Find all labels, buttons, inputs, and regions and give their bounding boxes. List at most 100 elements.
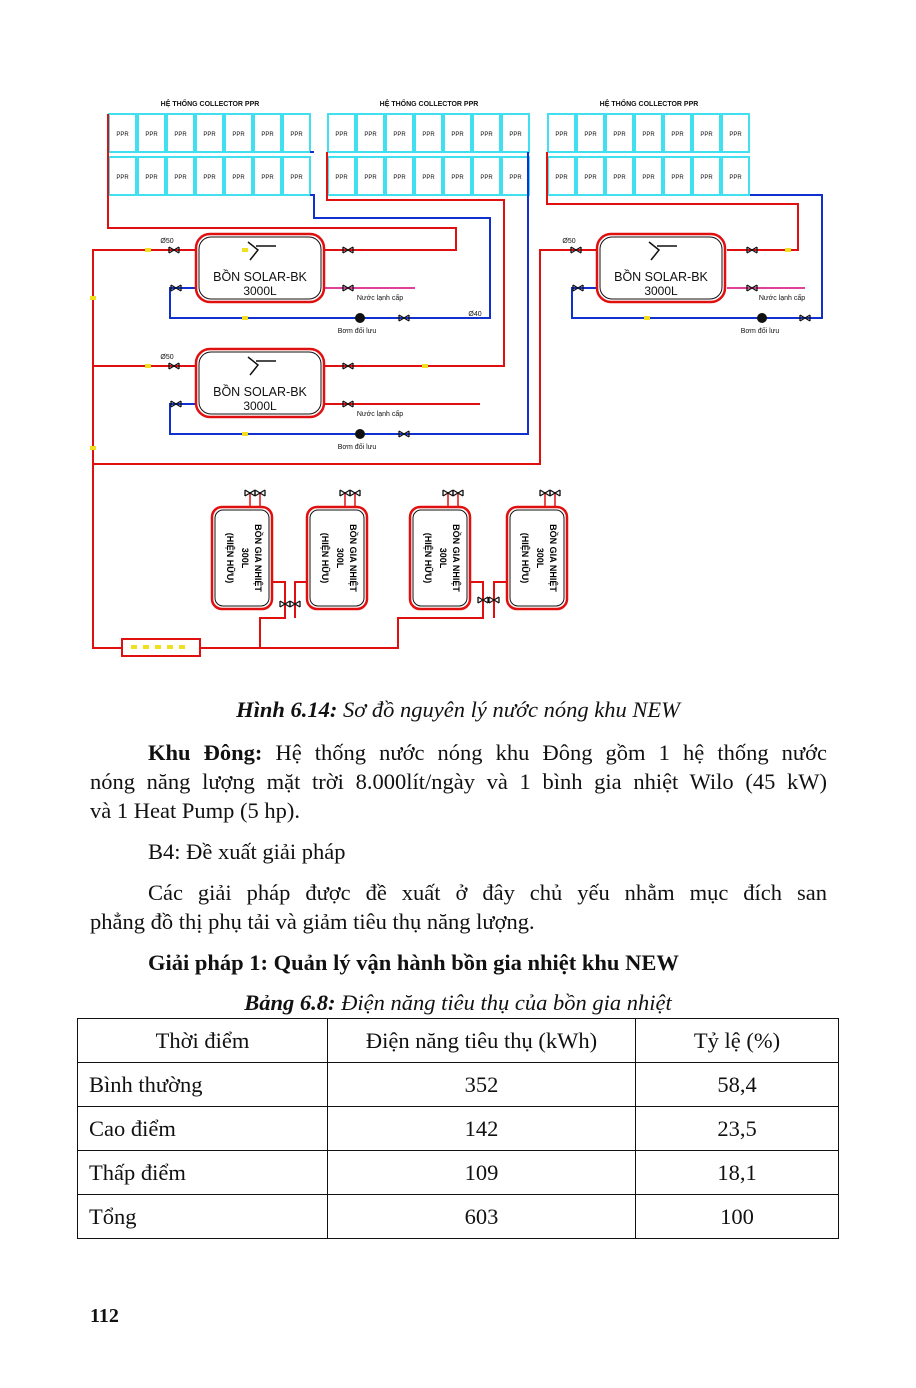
heater-tank-outline [509,509,565,607]
collector-panel-label: PPR [364,132,377,138]
heater-tank [210,505,274,611]
header-time: Thời điểm [77,1018,328,1063]
collector-panel [547,113,576,153]
figure-caption: Hình 6.14: Sơ đồ nguyên lý nước nóng khu… [0,697,916,723]
collector-panel-label: PPR [116,132,129,138]
collector-panel [253,113,282,153]
heater-capacity: 300L [240,548,250,569]
collector-panel [663,156,692,196]
valve-icon [170,284,182,292]
table-caption: Bảng 6.8: Điện năng tiêu thụ của bồn gia… [0,990,916,1016]
pipe-diameter-label: Ø50 [160,238,173,245]
solar-tank [194,347,326,419]
junction-marker [90,446,96,450]
collector-panel-label: PPR [261,132,274,138]
collector-panel-label: PPR [393,132,406,138]
junction-marker [785,248,791,252]
header-ratio: Tỷ lệ (%) [635,1018,839,1063]
return-pipe [169,194,491,319]
table-caption-text: Điện năng tiêu thụ của bồn gia nhiệt [335,990,672,1015]
valve-icon [452,489,464,497]
collector-panel-label: PPR [729,175,742,181]
pump-label: Bơm đối lưu [338,326,377,335]
heater-pipe [493,581,507,618]
valve-icon [572,284,584,292]
cell-energy: 603 [327,1194,636,1239]
pipe-diameter-label: Ø50 [562,238,575,245]
step-b4: B4: Đề xuất giải pháp [148,839,346,864]
return-pipe [169,152,529,435]
heater-status: (HIỆN HỮU) [423,533,434,583]
collector-panel [327,113,356,153]
junction-marker [90,296,96,300]
valve-icon [746,284,758,292]
pump-icon [757,313,767,323]
collector-panel [166,113,195,153]
para1-lead: Khu Đông: [148,740,263,765]
collector-panel [605,156,634,196]
collector-group-title: HỆ THỐNG COLLECTOR PPR [161,98,260,108]
collector-panel [576,156,605,196]
valve-icon [349,489,361,497]
heater-tank-outline [214,509,270,607]
solar-tank [194,232,326,304]
solution-heading: Giải pháp 1: Quản lý vận hành bồn gia nh… [148,950,679,975]
collector-panel [385,113,414,153]
junction-marker [145,248,151,252]
collector-panel-label: PPR [451,132,464,138]
valve-icon [442,489,454,497]
collector-panel [501,113,530,153]
valve-icon [539,489,551,497]
table-header-row: Thời điểm Điện năng tiêu thụ (kWh) Tỷ lệ… [77,1018,839,1063]
collector-panel-label: PPR [584,132,597,138]
page-number: 112 [90,1305,119,1327]
valve-icon [279,600,291,608]
solar-tank-capacity: 3000L [243,399,277,413]
collector-panel [721,113,750,153]
solar-tank-name: BỒN SOLAR-BK [614,269,708,284]
solar-tank-outline [198,351,322,415]
pipe-diameter-label: Ø40 [468,311,481,318]
cell-ratio: 58,4 [635,1062,839,1107]
collector-group-title: HỆ THỐNG COLLECTOR PPR [380,98,479,108]
return-pipe [571,194,823,319]
collector-group-title: HỆ THỐNG COLLECTOR PPR [600,98,699,108]
valve-icon [342,284,354,292]
heater-tank-outline [412,509,468,607]
collector-panel-label: PPR [174,175,187,181]
pipe-diameter-label: Ø50 [160,354,173,361]
heater-name: BỒN GIA NHIỆT [253,524,264,592]
pump-label: Bơm đối lưu [338,442,377,451]
collector-panel [356,156,385,196]
collector-panel [634,156,663,196]
collector-panel [501,156,530,196]
junction-marker [242,432,248,436]
heater-pipe [200,581,484,649]
pump-icon [355,313,365,323]
cell-ratio: 23,5 [635,1106,839,1151]
junction-marker [242,248,248,252]
collector-panel [224,113,253,153]
heater-capacity: 300L [438,548,448,569]
collector-panel-label: PPR [422,132,435,138]
collector-panel [443,113,472,153]
collector-panel [692,113,721,153]
collector-panel-label: PPR [555,175,568,181]
collector-panel-label: PPR [232,132,245,138]
heater-tank [305,505,369,611]
energy-table: Thời điểm Điện năng tiêu thụ (kWh) Tỷ lệ… [77,1018,839,1239]
valve-icon [342,362,354,370]
solar-tank-name: BỒN SOLAR-BK [213,384,307,399]
junction-marker [422,364,428,368]
heater-tank [505,505,569,611]
junction-marker [143,645,149,649]
valve-icon [488,596,500,604]
collector-panel-label: PPR [335,175,348,181]
heater-status: (HIỆN HỮU) [225,533,236,583]
heater-name: BỒN GIA NHIỆT [548,524,559,592]
collector-panel-label: PPR [584,175,597,181]
collector-panel-label: PPR [116,175,129,181]
